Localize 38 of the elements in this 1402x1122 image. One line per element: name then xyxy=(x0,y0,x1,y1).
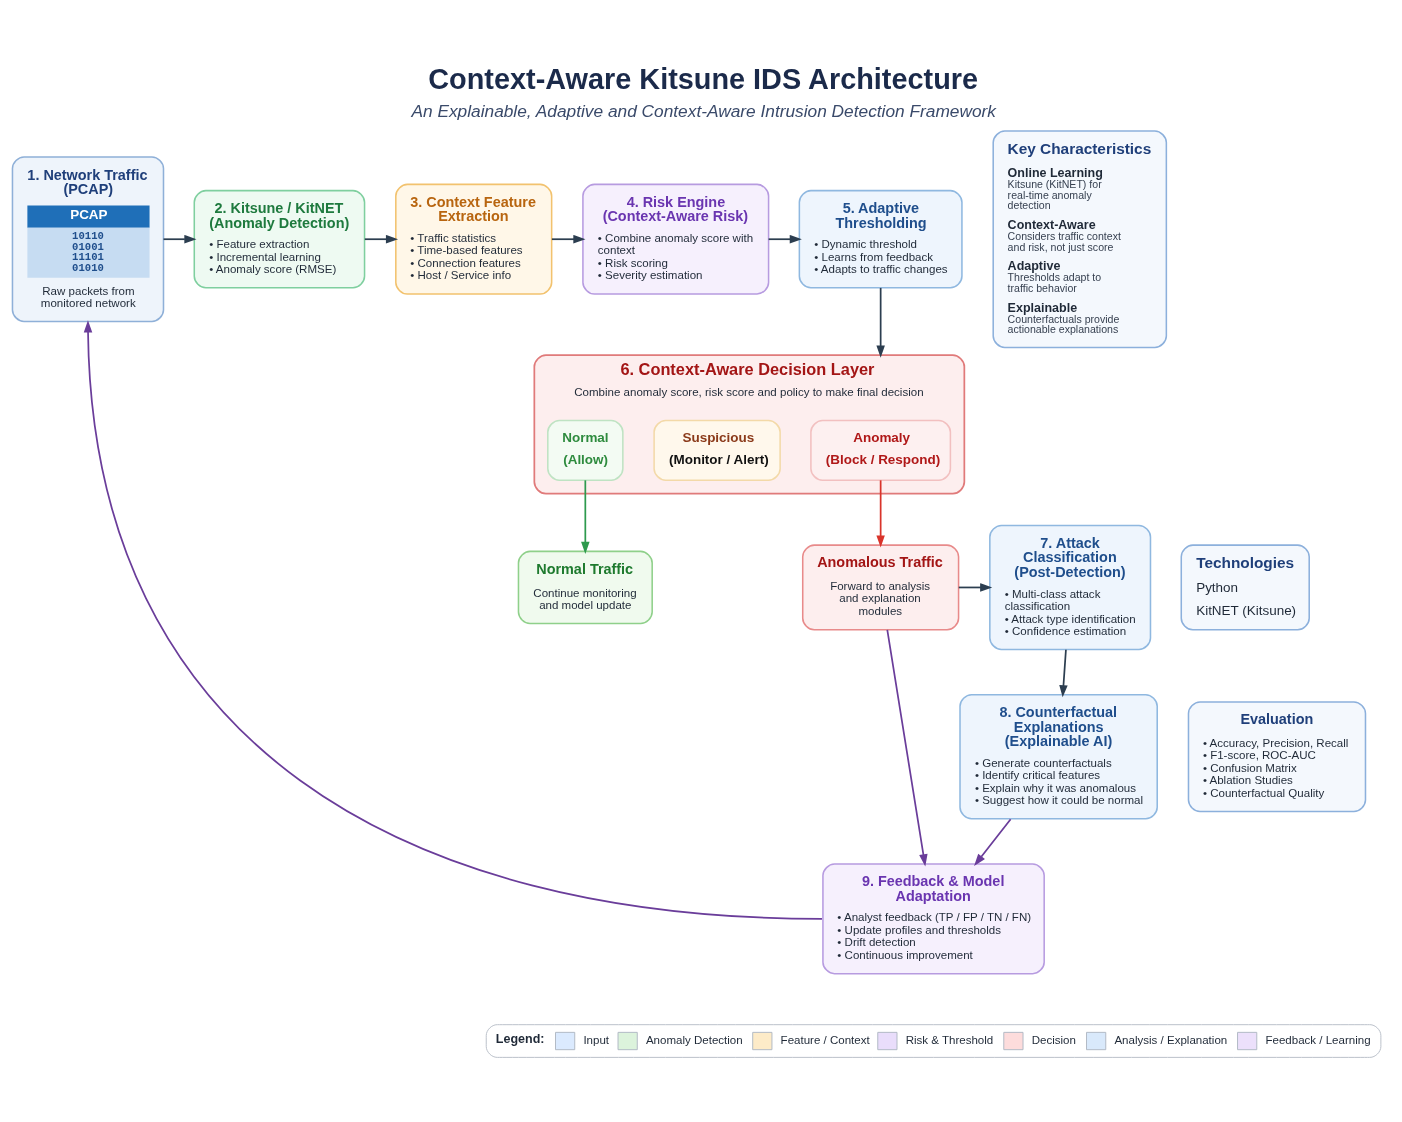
node-box: 9. Feedback & Model Adaptation • Analyst feedback (TP / FP / TN / FN) • Update profiles and thresholds • Drift detection • Continuous improvement xyxy=(822,863,1045,975)
node-box: 7. Attack Classification (Post-Detection) • Multi-class attack classification • Attack type identification • Confidence estimation xyxy=(989,524,1152,651)
arrow xyxy=(83,320,823,920)
node-box: Suspicious (Monitor / Alert) xyxy=(653,419,781,481)
node-box: Technologies Python KitNET (Kitsune) xyxy=(1180,544,1310,631)
legend-label: Risk & Threshold xyxy=(905,1034,994,1047)
arrow xyxy=(581,479,590,554)
arrow xyxy=(886,628,928,867)
arrow xyxy=(767,234,802,244)
arrow xyxy=(1059,648,1068,698)
arrow xyxy=(957,583,993,592)
node-box: Evaluation • Accuracy, Precision, Recall • F1-score, ROC-AUC • Confusion Matrix • Ablation Studies • Counterfactual Quality xyxy=(1187,701,1367,813)
legend-label: Input xyxy=(583,1034,610,1047)
node-box: Normal (Allow) xyxy=(547,419,624,481)
legend-label: Analysis / Explanation xyxy=(1114,1034,1228,1047)
node-box: 1. Network Traffic (PCAP) PCAP 10110 01001 11101 01010 Raw packets from monitored network xyxy=(11,156,165,323)
node-box: 8. Counterfactual Explanations (Explainable AI) • Generate counterfactuals • Identify critical features • Explain why it was anomalous • Suggest how it could be normal xyxy=(959,693,1158,820)
legend-label: Feature / Context xyxy=(780,1034,870,1047)
node-box: Anomalous Traffic Forward to analysis and explanation modules xyxy=(801,544,960,631)
arrow xyxy=(876,479,885,548)
node-box: 5. Adaptive Thresholding • Dynamic threshold • Learns from feedback • Adapts to traffic changes xyxy=(798,189,963,289)
node-box: 3. Context Feature Extraction • Traffic statistics • Time-based features • Connection features • Host / Service info xyxy=(395,183,553,295)
arrow xyxy=(162,234,197,244)
legend-label: Feedback / Learning xyxy=(1265,1034,1371,1047)
node-box: Normal Traffic Continue monitoring and model update xyxy=(517,550,653,625)
node-box: 2. Kitsune / KitNET (Anomaly Detection) • Feature extraction • Incremental learning • Anomaly score (RMSE) xyxy=(193,189,366,289)
legend-label: Anomaly Detection xyxy=(645,1034,743,1047)
node-box: 4. Risk Engine (Context-Aware Risk) • Combine anomaly score with context • Risk scoring • Severity estimation xyxy=(582,183,770,295)
arrow xyxy=(974,818,1012,866)
arrow xyxy=(876,287,885,358)
caption: An Explainable, Adaptive and Context-Aware Intrusion Detection Framework xyxy=(411,101,997,122)
legend-label: Decision xyxy=(1031,1034,1076,1047)
arrow xyxy=(363,234,399,244)
node-box: Key Characteristics Online Learning Kitsune (KitNET) for real-time anomaly detection Context-Aware Considers traffic context and risk, not just score Adaptive Thresholds adapt to traffic behavior Explainable Counterfactuals provide actionable explanations xyxy=(992,130,1168,349)
diagram-title: Context-Aware Kitsune IDS Architecture xyxy=(428,63,979,96)
arrow xyxy=(551,234,586,244)
label: Legend: xyxy=(495,1032,545,1047)
node-box: Anomaly (Block / Respond) xyxy=(810,419,952,481)
